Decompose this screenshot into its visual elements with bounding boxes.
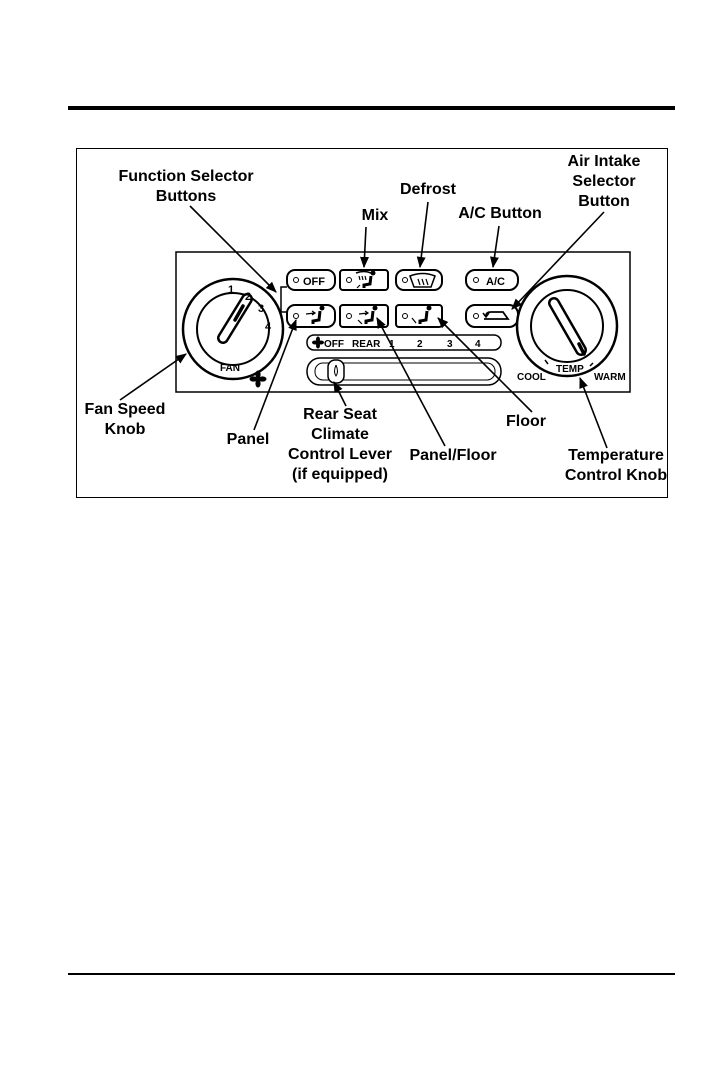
rear-scale-4: 4 xyxy=(475,339,481,350)
rear-scale-rear: REAR xyxy=(352,339,381,350)
temp-warm-label: WARM xyxy=(594,372,626,383)
fan-label: FAN xyxy=(220,363,240,374)
fan-number-4: 4 xyxy=(265,321,272,333)
fan-number-1: 1 xyxy=(228,284,234,296)
fan-number-2: 2 xyxy=(245,291,251,303)
temp-cool-label: COOL xyxy=(517,372,546,383)
defrost-button[interactable] xyxy=(396,270,442,290)
rear-scale-3: 3 xyxy=(447,339,453,350)
rear-seat-lever-slot[interactable] xyxy=(307,358,501,385)
off-button-label: OFF xyxy=(303,276,325,288)
temp-label: TEMP xyxy=(556,364,584,375)
mix-button[interactable] xyxy=(340,270,388,290)
rear-scale-2: 2 xyxy=(417,339,423,350)
air-intake-button[interactable] xyxy=(466,305,518,327)
ac-button-text: A/C xyxy=(486,276,505,288)
fan-number-3: 3 xyxy=(258,303,264,315)
floor-button[interactable] xyxy=(396,305,442,327)
rear-scale-off: OFF xyxy=(324,339,344,350)
rear-seat-lever-knob[interactable] xyxy=(328,360,344,383)
temperature-knob[interactable] xyxy=(517,276,617,376)
